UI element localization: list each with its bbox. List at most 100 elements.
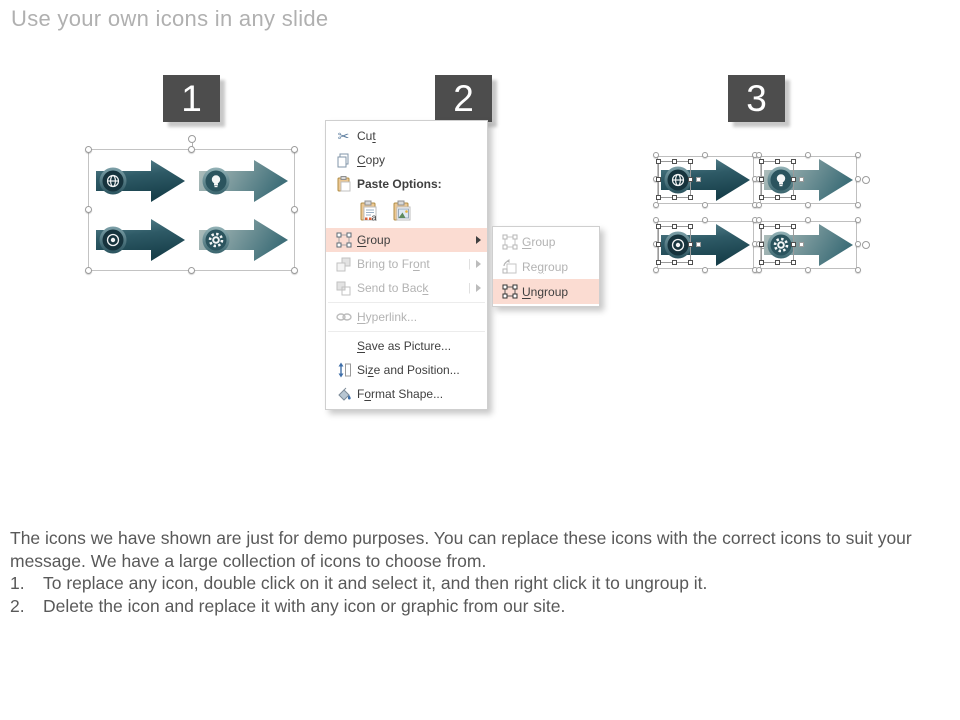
selection-handle[interactable] bbox=[656, 224, 661, 229]
selection-handle[interactable] bbox=[759, 176, 764, 182]
selection-handle[interactable] bbox=[291, 146, 298, 153]
selection-handle[interactable] bbox=[804, 217, 811, 223]
selection-handle[interactable] bbox=[656, 195, 661, 200]
arrow-shape-lightbulb[interactable] bbox=[199, 159, 289, 203]
submenu-item-group[interactable]: Group bbox=[493, 229, 599, 254]
selection-handle[interactable] bbox=[85, 206, 92, 213]
arrow-shape-gear[interactable] bbox=[199, 218, 289, 262]
selection-handle[interactable] bbox=[701, 217, 708, 223]
menu-item-send-to-back[interactable]: Send to Back | bbox=[326, 276, 487, 300]
selection-handle[interactable] bbox=[187, 146, 195, 153]
selection-handle[interactable] bbox=[791, 241, 796, 247]
menu-item-format-shape[interactable]: Format Shape... bbox=[326, 382, 487, 406]
selection-handle[interactable] bbox=[774, 224, 780, 229]
selection-handle[interactable] bbox=[653, 267, 659, 273]
selection-handle[interactable] bbox=[653, 217, 659, 223]
selection-handle[interactable] bbox=[791, 195, 796, 200]
menu-item-bring-to-front[interactable]: Bring to Front | bbox=[326, 252, 487, 276]
selection-handle[interactable] bbox=[291, 206, 298, 213]
menu-item-size-and-position[interactable]: Size and Position... bbox=[326, 358, 487, 382]
menu-item-cut[interactable]: ✂ Cut bbox=[326, 124, 487, 148]
selection-handle[interactable] bbox=[701, 267, 708, 273]
selection-handle[interactable] bbox=[688, 159, 693, 164]
selection-handle[interactable] bbox=[688, 195, 693, 200]
selection-handle[interactable] bbox=[759, 224, 764, 229]
selection-handle[interactable] bbox=[656, 260, 661, 265]
selection-handle[interactable] bbox=[85, 146, 92, 153]
selection-handle[interactable] bbox=[855, 176, 861, 182]
adjust-handle[interactable] bbox=[799, 177, 804, 182]
arrow-shape-target[interactable] bbox=[661, 223, 751, 267]
selection-handle[interactable] bbox=[85, 267, 92, 274]
selection-handle[interactable] bbox=[688, 260, 693, 265]
ungrouped-arrow-unit[interactable] bbox=[756, 152, 870, 208]
paste-as-picture-button[interactable] bbox=[390, 198, 416, 224]
adjust-handle[interactable] bbox=[799, 242, 804, 247]
selection-handle[interactable] bbox=[759, 159, 764, 164]
selection-handle[interactable] bbox=[688, 176, 693, 182]
ungrouped-arrow-unit[interactable] bbox=[653, 217, 767, 273]
ungrouped-arrow-unit[interactable] bbox=[653, 152, 767, 208]
selection-handle[interactable] bbox=[656, 241, 661, 247]
selection-handle[interactable] bbox=[688, 241, 693, 247]
selection-handle[interactable] bbox=[756, 202, 762, 208]
selection-handle[interactable] bbox=[688, 224, 693, 229]
selection-handle[interactable] bbox=[671, 159, 677, 164]
selection-handle[interactable] bbox=[855, 152, 861, 158]
arrow-shape-lightbulb[interactable] bbox=[764, 158, 854, 202]
list-number: 1. bbox=[10, 573, 25, 593]
selection-handle[interactable] bbox=[756, 217, 762, 223]
selection-handle[interactable] bbox=[756, 267, 762, 273]
selection-handle[interactable] bbox=[756, 152, 762, 158]
selection-handle[interactable] bbox=[855, 217, 861, 223]
selection-handle[interactable] bbox=[671, 195, 677, 200]
arrow-shape-target[interactable] bbox=[96, 218, 186, 262]
grouped-shapes-selection[interactable] bbox=[85, 135, 298, 274]
selection-handle[interactable] bbox=[759, 195, 764, 200]
menu-item-copy[interactable]: Copy bbox=[326, 148, 487, 172]
selection-handle[interactable] bbox=[804, 202, 811, 208]
target-icon bbox=[671, 238, 685, 252]
selection-handle[interactable] bbox=[759, 241, 764, 247]
paste-keep-formatting-button[interactable]: a bbox=[357, 198, 383, 224]
arrow-shape-gear[interactable] bbox=[764, 223, 854, 267]
selection-handle[interactable] bbox=[791, 176, 796, 182]
selection-handle[interactable] bbox=[653, 152, 659, 158]
selection-handle[interactable] bbox=[759, 260, 764, 265]
rotation-handle[interactable] bbox=[187, 135, 196, 143]
submenu-item-ungroup[interactable]: Ungroup bbox=[493, 279, 599, 304]
list-text: To replace any icon, double click on it … bbox=[43, 573, 708, 593]
adjust-handle[interactable] bbox=[696, 177, 701, 182]
selection-handle[interactable] bbox=[701, 202, 708, 208]
selection-handle[interactable] bbox=[653, 202, 659, 208]
menu-item-group[interactable]: Group bbox=[326, 228, 487, 252]
selection-handle[interactable] bbox=[804, 152, 811, 158]
selection-handle[interactable] bbox=[701, 152, 708, 158]
selection-handle[interactable] bbox=[774, 195, 780, 200]
menu-pipe: | bbox=[468, 282, 471, 294]
arrow-shape-globe[interactable] bbox=[96, 159, 186, 203]
rotation-handle[interactable] bbox=[862, 176, 870, 184]
arrow-shape-globe[interactable] bbox=[661, 158, 751, 202]
selection-handle[interactable] bbox=[791, 260, 796, 265]
selection-handle[interactable] bbox=[855, 241, 861, 247]
selection-handle[interactable] bbox=[671, 260, 677, 265]
selection-handle[interactable] bbox=[187, 267, 195, 274]
menu-item-save-as-picture[interactable]: Save as Picture... bbox=[357, 339, 452, 353]
selection-handle[interactable] bbox=[656, 159, 661, 164]
selection-handle[interactable] bbox=[774, 159, 780, 164]
submenu-item-regroup[interactable]: Regroup bbox=[493, 254, 599, 279]
adjust-handle[interactable] bbox=[696, 242, 701, 247]
selection-handle[interactable] bbox=[774, 260, 780, 265]
selection-handle[interactable] bbox=[804, 267, 811, 273]
selection-handle[interactable] bbox=[855, 202, 861, 208]
selection-handle[interactable] bbox=[671, 224, 677, 229]
selection-handle[interactable] bbox=[791, 224, 796, 229]
selection-handle[interactable] bbox=[791, 159, 796, 164]
selection-handle[interactable] bbox=[291, 267, 298, 274]
selection-handle[interactable] bbox=[656, 176, 661, 182]
menu-item-hyperlink[interactable]: Hyperlink... bbox=[326, 305, 487, 329]
rotation-handle[interactable] bbox=[862, 241, 870, 249]
ungrouped-arrow-unit[interactable] bbox=[756, 217, 870, 273]
selection-handle[interactable] bbox=[855, 267, 861, 273]
